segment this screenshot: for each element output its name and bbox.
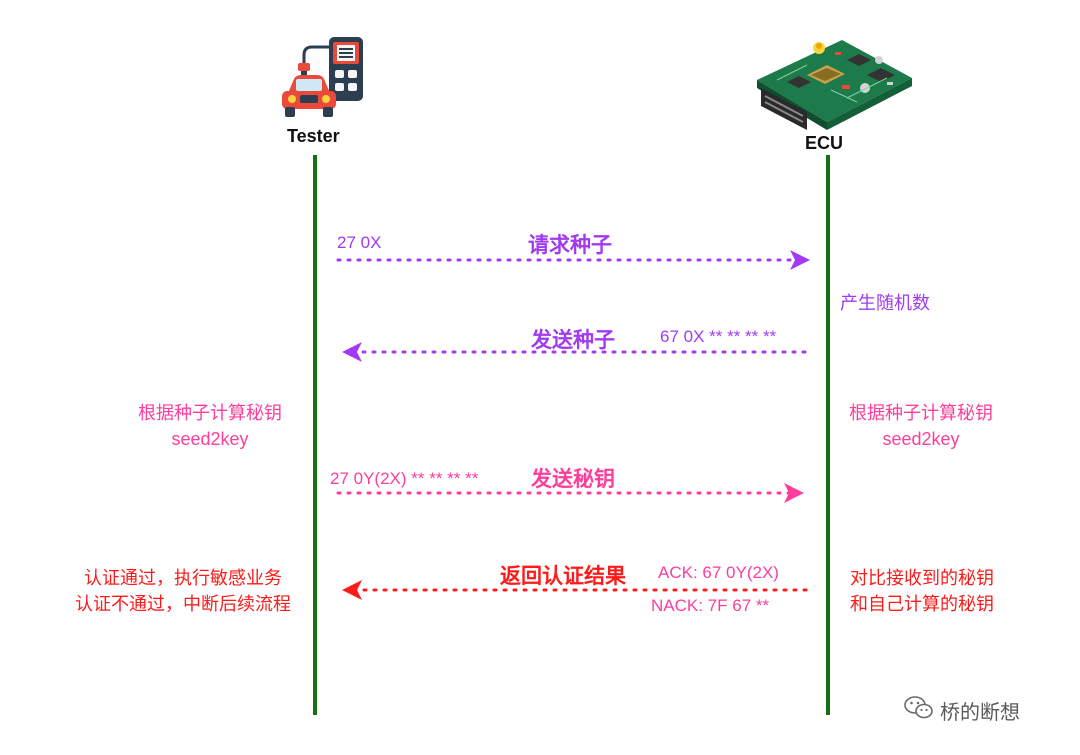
- tester-label: Tester: [287, 126, 340, 146]
- ecu-label: ECU: [805, 133, 844, 153]
- send-seed-title: 发送种子: [531, 329, 615, 352]
- wechat-icon: [904, 696, 933, 719]
- ecu-calc-key-line2: seed2key: [882, 429, 960, 449]
- tester-calc-key-note: 根据种子计算秘钥 seed2key: [125, 400, 295, 452]
- ecu-compare-line1: 对比接收到的秘钥: [850, 568, 994, 588]
- arrow-send-seed: [342, 342, 807, 362]
- tester-result-note: 认证通过，执行敏感业务 认证不通过，中断后续流程: [52, 565, 314, 617]
- send-key-title: 发送秘钥: [531, 468, 615, 491]
- send-key-code: 27 0Y(2X) ** ** ** **: [330, 469, 479, 488]
- arrow-send-key: [336, 483, 804, 503]
- ecu-circuit-board-icon: [757, 40, 912, 130]
- tester-calc-key-line1: 根据种子计算秘钥: [138, 403, 282, 423]
- tester-calc-key-line2: seed2key: [171, 429, 249, 449]
- send-seed-code: 67 0X ** ** ** **: [660, 327, 777, 346]
- arrow-return-result: [342, 580, 808, 600]
- return-result-title: 返回认证结果: [500, 565, 626, 588]
- ecu-compare-line2: 和自己计算的秘钥: [850, 594, 994, 614]
- diagnostic-tester-car-icon: [282, 37, 363, 117]
- ecu-compare-note: 对比接收到的秘钥 和自己计算的秘钥: [838, 565, 1006, 617]
- watermark-text: 桥的断想: [940, 702, 1020, 724]
- ecu-generate-random-note: 产生随机数: [840, 293, 930, 313]
- arrow-request-seed: [336, 250, 810, 270]
- ecu-calc-key-note: 根据种子计算秘钥 seed2key: [836, 400, 1006, 452]
- ack-code: ACK: 67 0Y(2X): [658, 563, 779, 582]
- ecu-calc-key-line1: 根据种子计算秘钥: [849, 403, 993, 423]
- nack-code: NACK: 7F 67 **: [651, 596, 770, 615]
- request-seed-code: 27 0X: [337, 233, 382, 252]
- request-seed-title: 请求种子: [528, 234, 612, 257]
- tester-result-line2: 认证不通过，中断后续流程: [75, 594, 291, 614]
- tester-result-line1: 认证通过，执行敏感业务: [84, 568, 282, 588]
